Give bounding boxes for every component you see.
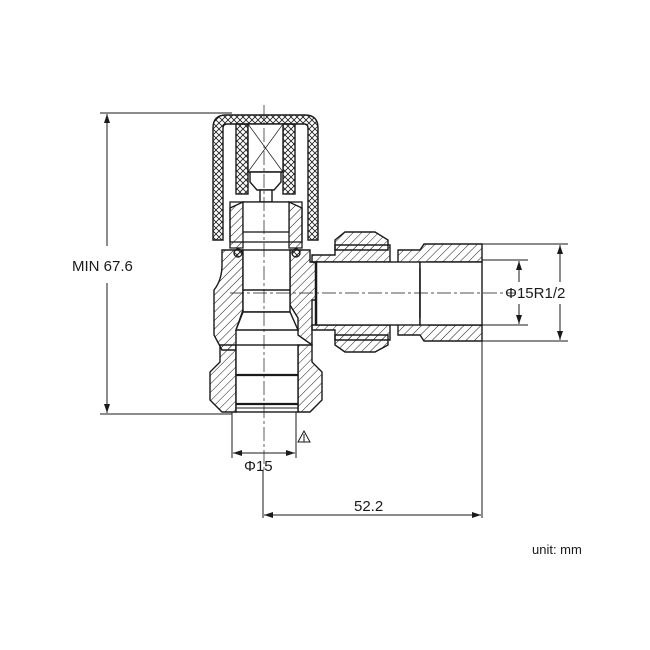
inlet-dimension [482,243,568,342]
width-dimension-label: 52.2 [354,498,383,515]
outlet-dimension [231,412,297,458]
inlet-dimension-label: Φ15R1/2 [505,285,565,302]
centre-lines [230,105,515,470]
unit-label: unit: mm [532,542,582,557]
width-dimension [262,341,483,518]
height-dimension [100,112,232,415]
inlet-tail [311,231,483,353]
bottom-compression-nut [209,344,323,413]
outlet-dimension-label: Φ15 [244,458,273,475]
warning-triangle-icon [297,429,311,443]
height-dimension-label: MIN 67.6 [72,258,133,275]
gland-nut [229,200,303,258]
valve-body [213,249,319,351]
